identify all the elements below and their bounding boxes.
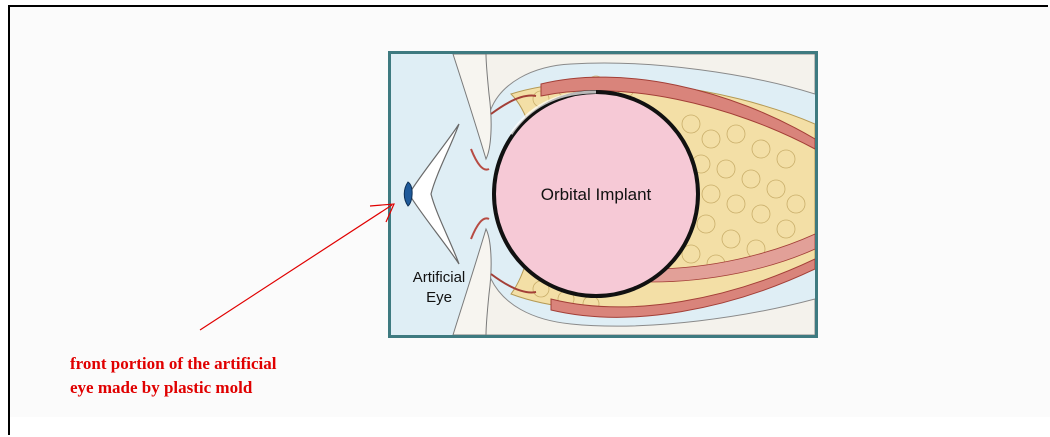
annotation-line-2: eye made by plastic mold: [70, 376, 390, 400]
annotation-line-1: front portion of the artificial: [70, 352, 390, 376]
annotation-text: front portion of the artificial eye made…: [70, 352, 390, 400]
arrow-line: [200, 205, 392, 330]
